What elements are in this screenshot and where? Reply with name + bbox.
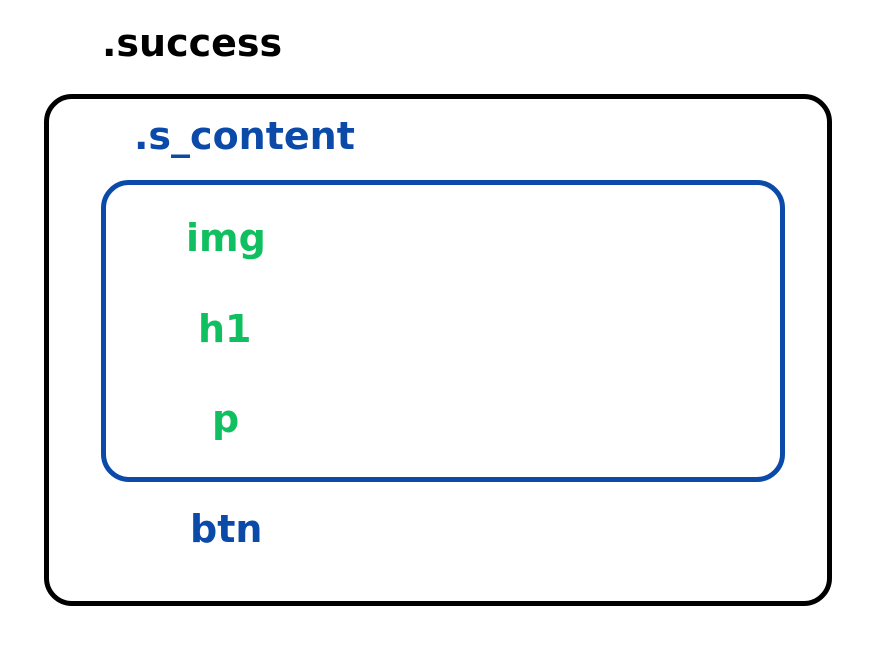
s-content-container-label: .s_content	[134, 114, 355, 158]
success-container-label: .success	[102, 21, 283, 65]
btn-element-label: btn	[190, 507, 263, 551]
success-container-box	[44, 94, 832, 606]
s-content-container-box	[101, 180, 785, 482]
child-element-h1: h1	[198, 307, 252, 351]
child-element-p: p	[212, 397, 240, 441]
child-element-img: img	[186, 216, 266, 260]
